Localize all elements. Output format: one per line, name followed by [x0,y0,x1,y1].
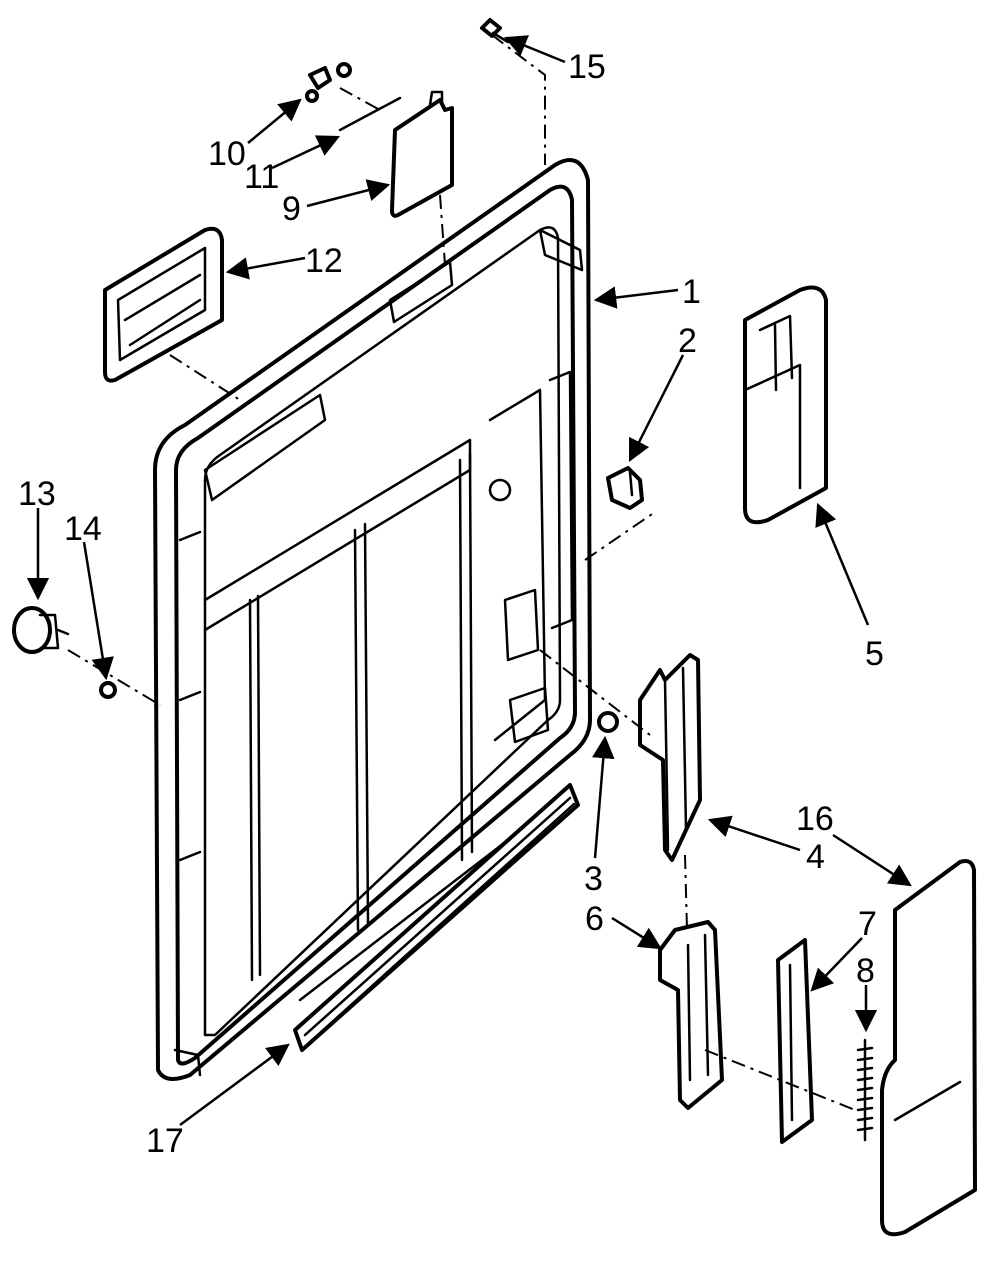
callout-14: 14 [64,510,102,548]
knob [12,606,70,654]
spring [856,1038,874,1142]
callout-11: 11 [244,158,279,196]
callout-4: 4 [806,838,825,876]
slide-plate [776,938,814,1144]
callout-5: 5 [865,635,884,673]
callout-16: 16 [796,800,834,838]
callout-9: 9 [282,190,301,228]
nut [597,711,619,733]
callout-10: 10 [208,135,246,173]
slide-bracket [658,920,724,1110]
callout-3: 3 [584,860,603,898]
callout-17: 17 [146,1122,184,1160]
callout-13: 13 [18,475,56,513]
callout-15: 15 [568,48,606,86]
latch-part [606,466,644,510]
washer [99,681,117,699]
leader-arrows [26,35,912,1127]
screw [480,18,510,44]
callout-2: 2 [678,322,697,360]
vent-strip [293,783,580,1052]
vent-housing [743,285,828,525]
callout-12: 12 [305,242,343,280]
side-panel [880,859,977,1237]
cover-plate [390,90,454,218]
callout-6: 6 [585,900,604,938]
handle-bracket [103,226,224,383]
inner-door-panel [153,158,592,1081]
callout-7: 7 [858,905,877,943]
clip-and-pin [305,62,402,132]
callout-labels: 1 2 3 4 5 6 7 8 9 10 11 12 13 14 15 16 1… [18,48,884,1160]
callout-1: 1 [682,273,701,311]
callout-8: 8 [856,952,875,990]
latch-assembly [638,653,702,862]
